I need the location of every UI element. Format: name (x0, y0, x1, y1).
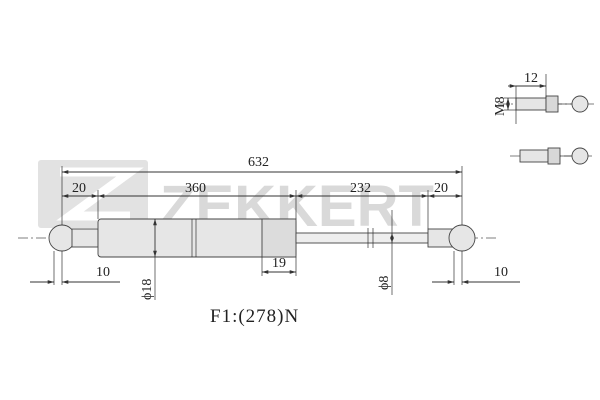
left-ball-socket (48, 224, 99, 252)
dim-overall-label: 632 (248, 155, 269, 170)
dim-stroke-label: 232 (350, 181, 371, 196)
dim-left-end-label: 20 (72, 181, 86, 196)
detail-thread-length-label: 12 (524, 71, 538, 86)
dim-body-diameter-label: ϕ18 (140, 279, 155, 300)
dimension-row: 20 360 232 20 (62, 181, 462, 198)
detail-thread-size-label: M8 (493, 97, 508, 116)
dim-sleeve-label: 19 (272, 256, 286, 271)
dimension-right-offset: 10 (432, 265, 520, 284)
right-ball-socket (427, 224, 476, 252)
dimension-sleeve: 19 (262, 256, 296, 274)
thread-detail-bottom (510, 147, 594, 165)
brand-watermark: ZEKKERT (38, 160, 434, 239)
thread-detail-top: 12 M8 (493, 71, 594, 124)
dimension-rod-diameter: ϕ8 (377, 210, 394, 295)
dimension-left-offset: 10 (30, 265, 120, 284)
dim-rod-diameter-label: ϕ8 (377, 276, 392, 290)
dim-right-end-label: 20 (434, 181, 448, 196)
dim-left-offset-label: 10 (96, 265, 110, 280)
cylinder-body (97, 218, 297, 258)
dimension-overall: 632 (62, 155, 462, 174)
force-caption: F1:(278)N (210, 306, 299, 327)
dim-right-offset-label: 10 (494, 265, 508, 280)
dim-body-label: 360 (185, 181, 206, 196)
extension-lines (53, 166, 463, 285)
dimension-body-diameter: ϕ18 (140, 219, 157, 300)
